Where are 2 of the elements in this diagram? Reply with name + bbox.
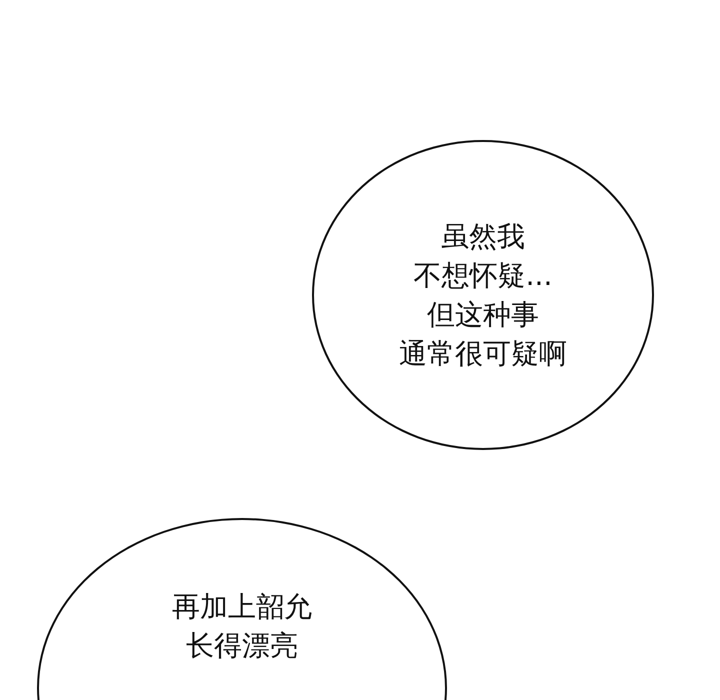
speech-text: 再加上韶允长得漂亮 bbox=[172, 589, 312, 664]
speech-text: 虽然我不想怀疑...但这种事通常很可疑啊 bbox=[399, 219, 567, 372]
